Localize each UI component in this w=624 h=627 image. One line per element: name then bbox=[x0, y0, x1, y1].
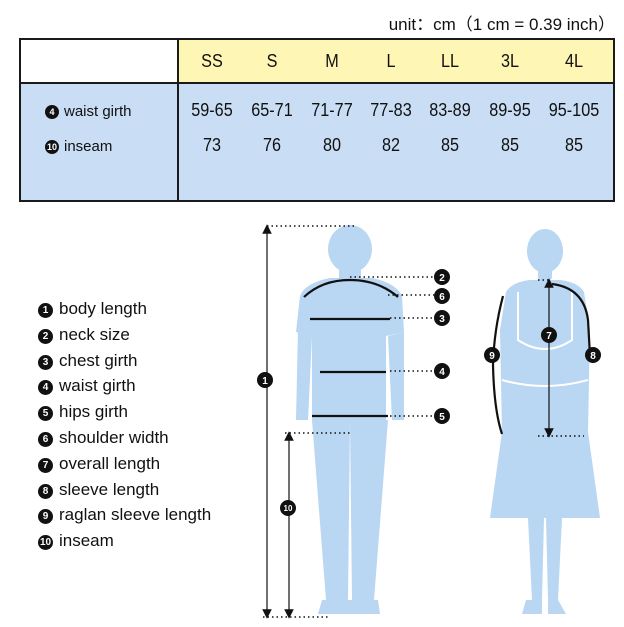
legend-item-shoulder-width: 6 shoulder width bbox=[38, 427, 211, 453]
legend-item-raglan-sleeve-length: 9 raglan sleeve length bbox=[38, 504, 211, 530]
marker-9-label: 9 bbox=[489, 351, 495, 362]
unit-note: unit：cm（1 cm = 0.39 inch） bbox=[388, 15, 615, 34]
marker-7-label: 7 bbox=[546, 331, 552, 342]
marker-3: 3 bbox=[434, 310, 450, 326]
size-header-4l: 4L bbox=[564, 51, 584, 71]
legend-item-sleeve-length: 8 sleeve length bbox=[38, 479, 211, 505]
legend-item-waist-girth: 4 waist girth bbox=[38, 375, 211, 401]
size-header-row bbox=[179, 40, 613, 82]
legend-label: hips girth bbox=[59, 402, 128, 422]
row-label-waist: 4 waist girth bbox=[45, 103, 132, 120]
female-figure bbox=[490, 229, 600, 614]
size-header-3l: 3L bbox=[500, 51, 520, 71]
male-figure bbox=[296, 225, 404, 614]
marker-4-label: 4 bbox=[439, 367, 445, 378]
inseam-label-text: inseam bbox=[64, 138, 113, 155]
inseam-cell-ss: 73 bbox=[202, 135, 222, 155]
legend-item-neck-size: 2 neck size bbox=[38, 324, 211, 350]
inseam-cell-4l: 85 bbox=[564, 135, 584, 155]
legend-badge: 9 bbox=[38, 509, 53, 525]
waist-cell-m: 71-77 bbox=[311, 100, 353, 120]
waist-label-text: waist girth bbox=[64, 103, 132, 120]
marker-6: 6 bbox=[434, 288, 450, 304]
legend-badge: 8 bbox=[38, 483, 53, 499]
size-header-s: S bbox=[266, 51, 278, 71]
inseam-number-badge: 10 bbox=[45, 140, 59, 154]
guide-lines bbox=[263, 225, 584, 618]
marker-10: 10 bbox=[280, 500, 296, 516]
legend-item-body-length: 1 body length bbox=[38, 298, 211, 324]
marker-5: 5 bbox=[434, 408, 450, 424]
inseam-cell-3l: 85 bbox=[500, 135, 520, 155]
legend-badge: 6 bbox=[38, 431, 53, 447]
marker-8-label: 8 bbox=[590, 351, 596, 362]
legend-label: overall length bbox=[59, 453, 161, 473]
waist-cell-ss: 59-65 bbox=[191, 100, 233, 120]
marker-6-label: 6 bbox=[439, 292, 445, 303]
legend-badge: 7 bbox=[38, 457, 53, 473]
row-label-inseam: 10 inseam bbox=[45, 138, 112, 155]
arrow-lines bbox=[262, 224, 554, 619]
legend-badge: 2 bbox=[38, 328, 53, 344]
legend-badge: 3 bbox=[38, 354, 53, 370]
marker-5-label: 5 bbox=[439, 412, 445, 423]
marker-4: 4 bbox=[434, 363, 450, 379]
marker-2-label: 2 bbox=[439, 273, 445, 284]
marker-8: 8 bbox=[585, 347, 601, 363]
legend-label: chest girth bbox=[59, 350, 138, 370]
marker-1-label: 1 bbox=[262, 376, 268, 387]
size-header-ll: LL bbox=[440, 51, 460, 71]
legend-badge: 4 bbox=[38, 380, 53, 396]
legend-label: shoulder width bbox=[59, 427, 169, 447]
marker-3-label: 3 bbox=[439, 314, 445, 325]
legend-item-overall-length: 7 overall length bbox=[38, 453, 211, 479]
measurement-rows bbox=[21, 82, 613, 200]
legend-badge: 10 bbox=[38, 535, 53, 551]
marker-2: 2 bbox=[434, 269, 450, 285]
legend-label: waist girth bbox=[59, 376, 136, 396]
waist-cell-l: 77-83 bbox=[370, 100, 412, 120]
size-header-ss: SS bbox=[201, 51, 223, 71]
legend-item-inseam: 10 inseam bbox=[38, 530, 211, 556]
legend-label: sleeve length bbox=[59, 479, 160, 499]
legend-badge: 5 bbox=[38, 406, 53, 422]
legend-label: inseam bbox=[59, 531, 114, 551]
legend-item-hips-girth: 5 hips girth bbox=[38, 401, 211, 427]
inseam-cell-ll: 85 bbox=[440, 135, 460, 155]
legend-item-chest-girth: 3 chest girth bbox=[38, 350, 211, 376]
measurement-legend: 1 body length 2 neck size 3 chest girth 4 wa… bbox=[38, 298, 211, 556]
table-corner bbox=[21, 40, 179, 82]
inseam-cell-s: 76 bbox=[262, 135, 282, 155]
legend-label: raglan sleeve length bbox=[59, 505, 212, 525]
marker-9: 9 bbox=[484, 347, 500, 363]
inseam-cell-m: 80 bbox=[322, 135, 342, 155]
size-header-m: M bbox=[325, 51, 339, 71]
measure-lines bbox=[303, 278, 592, 435]
marker-7: 7 bbox=[541, 327, 557, 343]
waist-cell-s: 65-71 bbox=[251, 100, 293, 120]
table-divider bbox=[177, 82, 179, 200]
legend-label: neck size bbox=[59, 324, 130, 344]
waist-number-badge: 4 bbox=[45, 105, 59, 119]
waist-cell-ll: 83-89 bbox=[429, 100, 471, 120]
marker-10-label: 10 bbox=[284, 504, 293, 513]
waist-cell-3l: 89-95 bbox=[489, 100, 531, 120]
size-header-l: L bbox=[386, 51, 396, 71]
legend-label: body length bbox=[59, 299, 147, 318]
marker-1: 1 bbox=[257, 372, 273, 388]
inseam-cell-l: 82 bbox=[381, 135, 401, 155]
legend-badge: 1 bbox=[38, 303, 53, 318]
waist-cell-4l: 95-105 bbox=[548, 100, 600, 120]
